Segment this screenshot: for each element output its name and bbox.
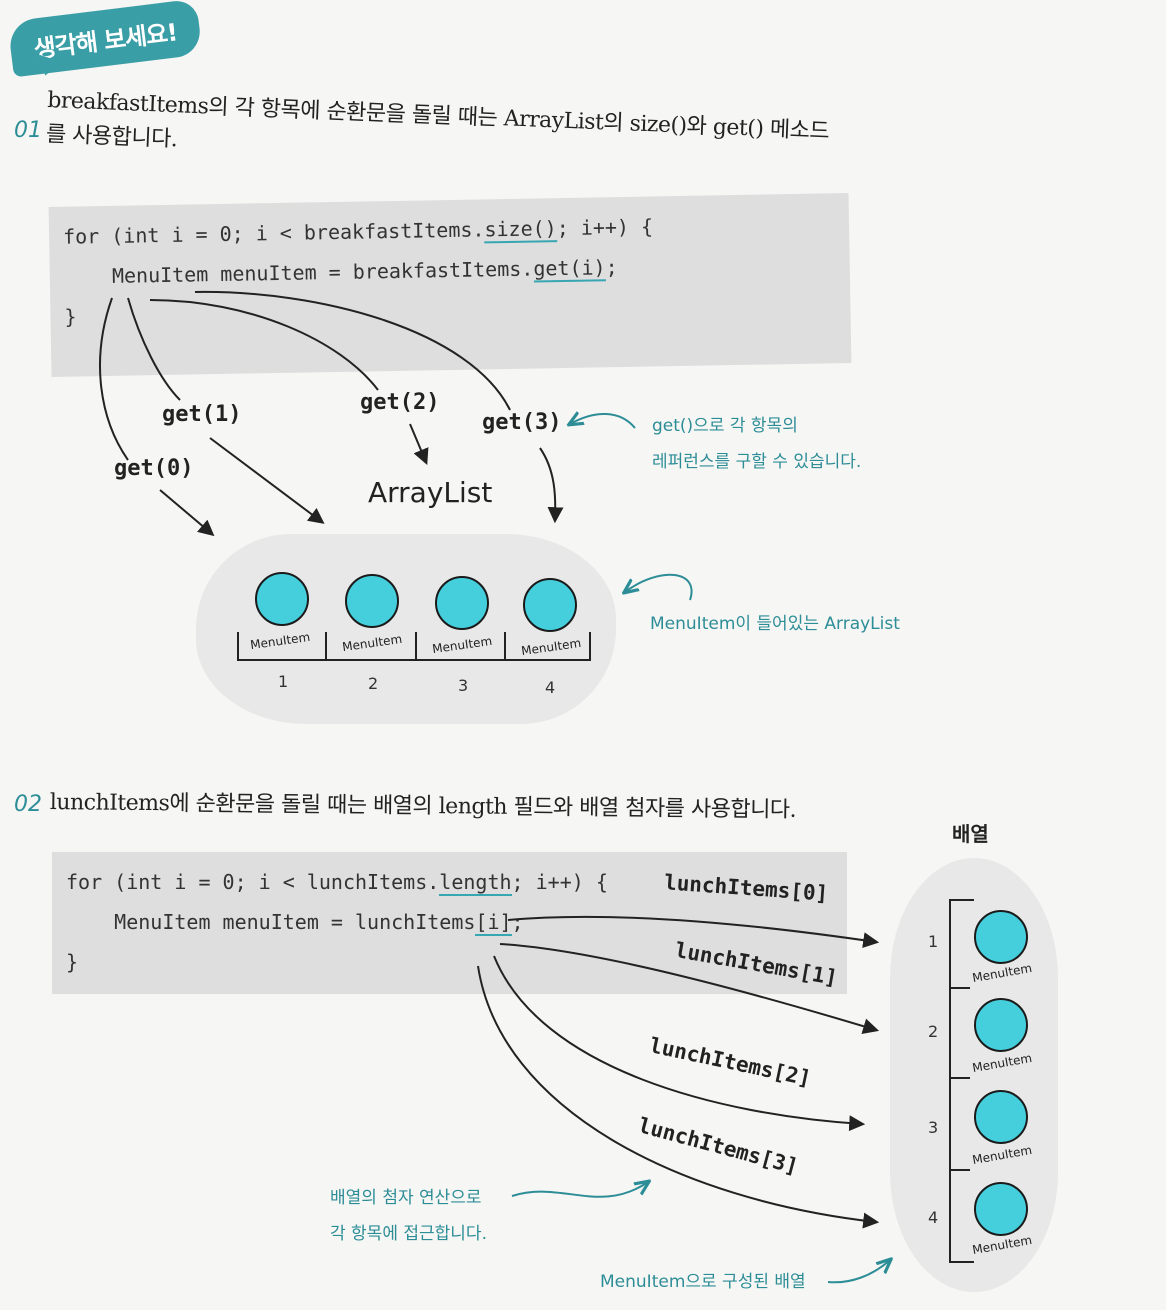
index-4: 4 [545, 678, 556, 697]
code-line-3: } [66, 950, 79, 974]
array-slots [949, 899, 974, 1263]
array-item-circle-4 [974, 1182, 1028, 1236]
get-2-label: get(2) [360, 390, 440, 415]
note-array-index: 배열의 첨자 연산으로 각 항목에 접근합니다. [330, 1180, 487, 1252]
array-title: 배열 [952, 822, 989, 846]
note-line: 배열의 첨자 연산으로 [330, 1188, 482, 1208]
code-text: ; [511, 910, 524, 934]
menuitem-circle-1 [255, 572, 309, 626]
note-line: 레퍼런스를 구할 수 있습니다. [652, 452, 862, 472]
code-line-1: for (int i = 0; i < lunchItems.length; i… [66, 862, 833, 902]
code-text: for (int i = 0; i < lunchItems. [66, 870, 440, 894]
array-item-circle-1 [974, 910, 1028, 964]
get-3-label: get(3) [482, 410, 562, 435]
array-item-circle-3 [974, 1090, 1028, 1144]
code-length-field: length [439, 870, 512, 896]
note-arraylist: MenuItem이 들어있는 ArrayList [650, 614, 900, 634]
menuitem-circle-3 [435, 576, 489, 630]
code-line-2: MenuItem menuItem = lunchItems[i]; [66, 902, 833, 942]
code-text: ; i++) { [511, 870, 608, 894]
code-text: MenuItem menuItem = lunchItems [66, 910, 476, 934]
index-2: 2 [368, 674, 379, 693]
array-index-1: 1 [928, 932, 939, 951]
arraylist-slots [237, 632, 591, 661]
menuitem-circle-2 [345, 574, 399, 628]
note-line: get()으로 각 항목의 [652, 416, 798, 436]
array-index-2: 2 [928, 1022, 939, 1041]
note-menuitem-array: MenuItem으로 구성된 배열 [600, 1272, 806, 1292]
arraylist-title: ArrayList [368, 476, 493, 509]
section-number-01: 01 [14, 118, 42, 143]
section-number-02: 02 [14, 792, 42, 817]
note-line: 각 항목에 접근합니다. [330, 1224, 487, 1244]
index-1: 1 [278, 672, 289, 691]
get-1-label: get(1) [162, 402, 242, 427]
code-index-access: [i] [475, 910, 512, 936]
get-0-label: get(0) [114, 456, 194, 481]
array-index-3: 3 [928, 1118, 939, 1137]
index-3: 3 [458, 676, 469, 695]
array-item-circle-2 [974, 998, 1028, 1052]
menuitem-circle-4 [523, 578, 577, 632]
note-get-reference: get()으로 각 항목의 레퍼런스를 구할 수 있습니다. [652, 408, 861, 480]
array-index-4: 4 [928, 1208, 939, 1227]
